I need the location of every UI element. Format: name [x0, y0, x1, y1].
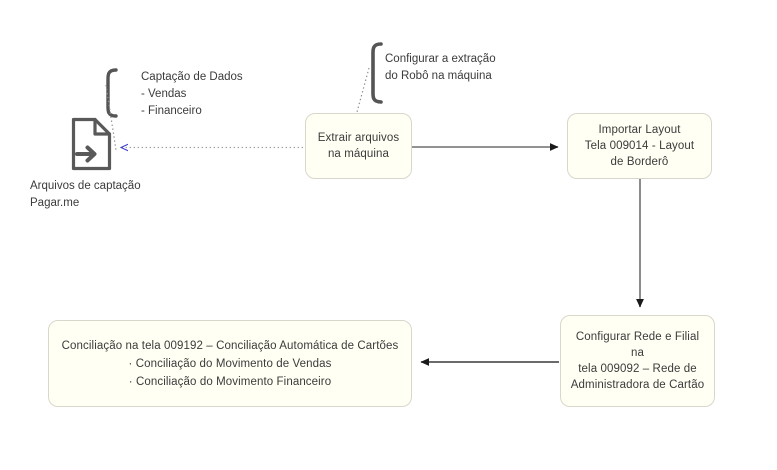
annotation-configurar-robo: Configurar a extração do Robô na máquina — [385, 53, 496, 82]
brace-robo-icon — [371, 42, 383, 104]
connector-brace-robo — [356, 67, 370, 113]
annotation-captacao-de-dados: Captação de Dados - Vendas - Financeiro — [141, 71, 243, 117]
node-importar-layout-label: Importar Layout Tela 009014 - Layout de … — [584, 124, 695, 168]
brace-captacao-icon — [106, 68, 118, 118]
node-conciliacao[interactable]: Conciliação na tela 009192 – Conciliação… — [48, 320, 412, 407]
node-extrair-arquivos[interactable]: Extrair arquivos na máquina — [305, 113, 412, 179]
node-configurar-rede-filial[interactable]: Configurar Rede e Filial na tela 009092 … — [560, 315, 715, 407]
node-extrair-arquivos-label: Extrair arquivos na máquina — [317, 132, 400, 160]
node-configurar-rede-filial-label: Configurar Rede e Filial na tela 009092 … — [570, 331, 705, 391]
node-conciliacao-label: Conciliação na tela 009192 – Conciliação… — [61, 339, 399, 388]
node-importar-layout[interactable]: Importar Layout Tela 009014 - Layout de … — [567, 113, 712, 179]
document-import-icon — [68, 114, 116, 174]
document-import-icon-label: Arquivos de captação Pagar.me — [30, 180, 141, 209]
